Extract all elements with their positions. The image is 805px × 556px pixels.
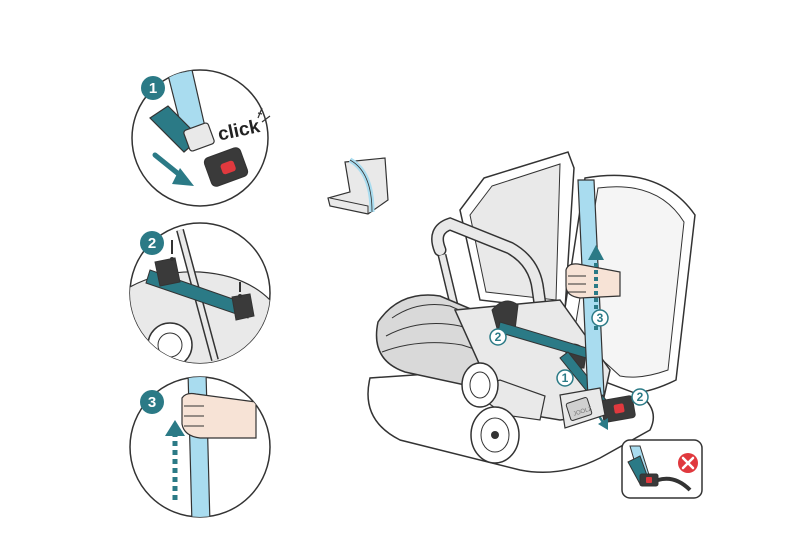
svg-text:3: 3	[597, 311, 604, 325]
callout-2-left: 2	[490, 329, 506, 345]
main-carseat-illustration: JOOLZ 1 2 2 3	[368, 152, 695, 472]
step-3-number: 3	[148, 394, 156, 411]
step-1-number: 1	[149, 80, 157, 97]
wheel-rear	[471, 407, 519, 463]
step-2-number: 2	[148, 235, 156, 252]
wheel-front	[462, 363, 498, 407]
warning-inset	[622, 440, 702, 498]
step-2-panel: 2	[128, 223, 270, 380]
svg-text:2: 2	[495, 330, 502, 344]
step-1-panel: click 1	[132, 70, 270, 206]
callout-3: 3	[592, 310, 608, 326]
callout-2-right: 2	[632, 389, 648, 405]
seat-orientation-icon	[328, 158, 388, 214]
svg-text:1: 1	[562, 371, 569, 385]
step-3-panel: 3	[130, 372, 270, 525]
svg-text:2: 2	[637, 390, 644, 404]
callout-1: 1	[557, 370, 573, 386]
